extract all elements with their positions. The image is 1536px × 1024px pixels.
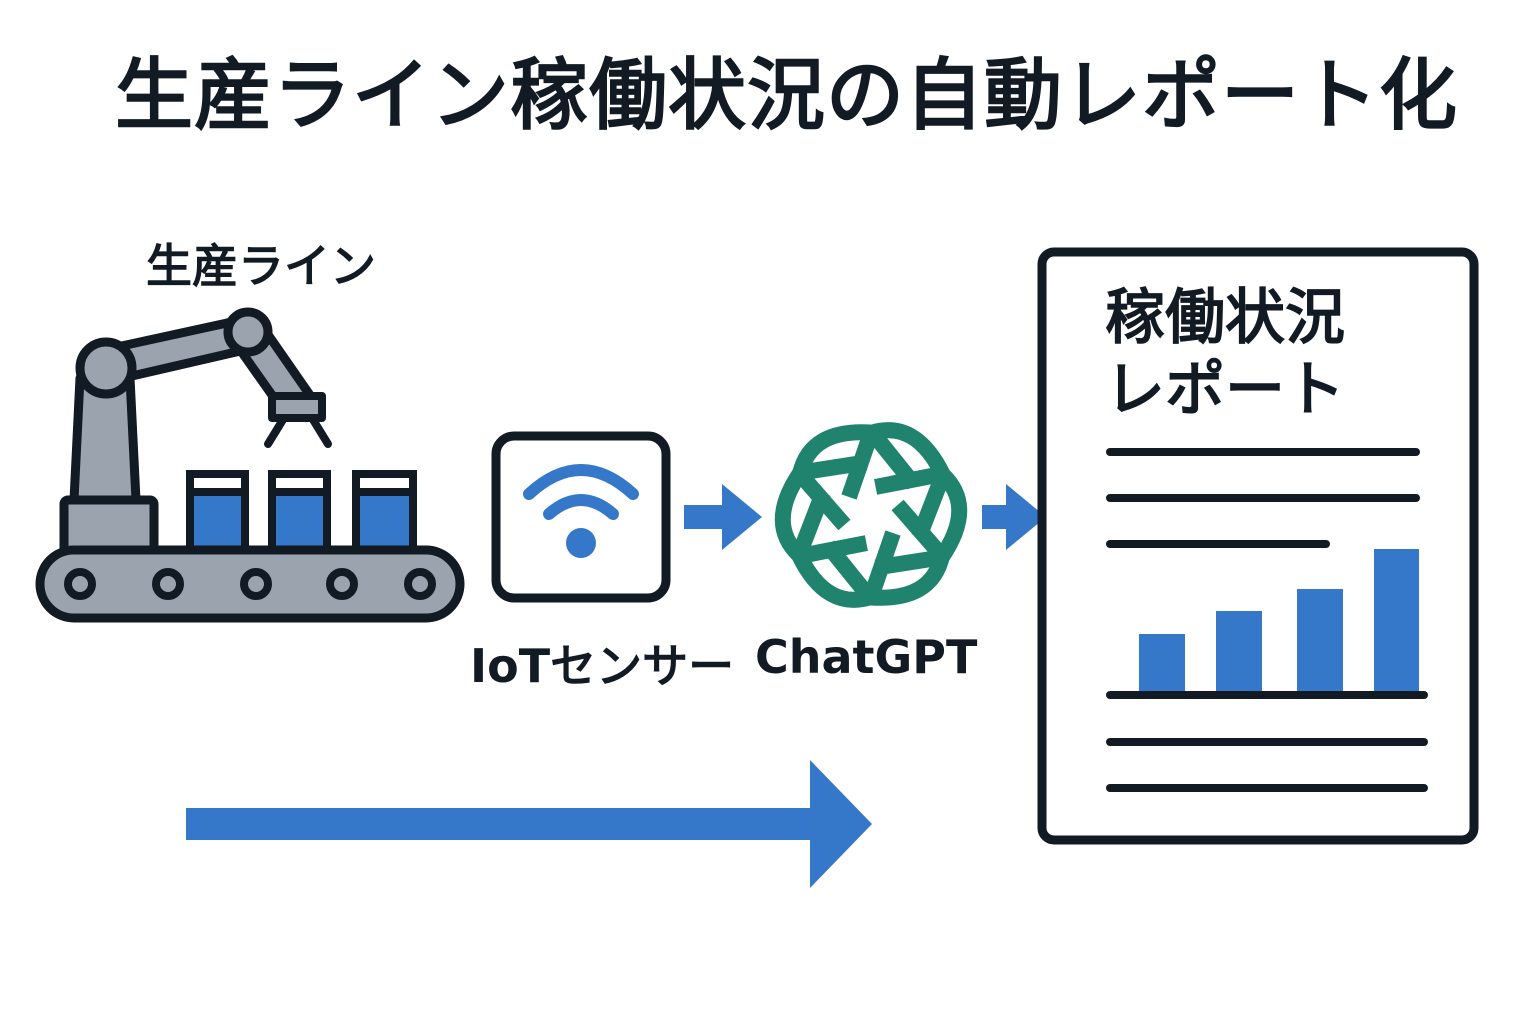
production-line-label: 生産ライン [146, 239, 376, 293]
flow-arrow [186, 760, 872, 888]
arrow-chatgpt-to-report [982, 484, 1046, 550]
robot-arm-conveyor-icon [35, 307, 465, 623]
openai-logo-icon [774, 422, 968, 608]
page-title: 生産ライン稼働状況の自動レポート化 [115, 51, 1459, 141]
report-document-icon [1037, 247, 1479, 845]
report-title-line-2: レポート [1105, 355, 1345, 425]
report-title-line-1: 稼働状況 [1105, 283, 1345, 353]
report-bar-chart [1139, 549, 1419, 694]
chatgpt-label: ChatGPT [755, 630, 978, 684]
wifi-sensor-icon [491, 431, 671, 603]
product-box-1 [186, 470, 249, 554]
iot-sensor-label: IoTセンサー [470, 639, 735, 693]
arrow-sensor-to-chatgpt [684, 484, 762, 550]
conveyor-rollers [64, 568, 436, 600]
report-title: 稼働状況 レポート [1105, 282, 1345, 426]
product-box-3 [352, 470, 417, 554]
product-box-2 [268, 470, 331, 554]
